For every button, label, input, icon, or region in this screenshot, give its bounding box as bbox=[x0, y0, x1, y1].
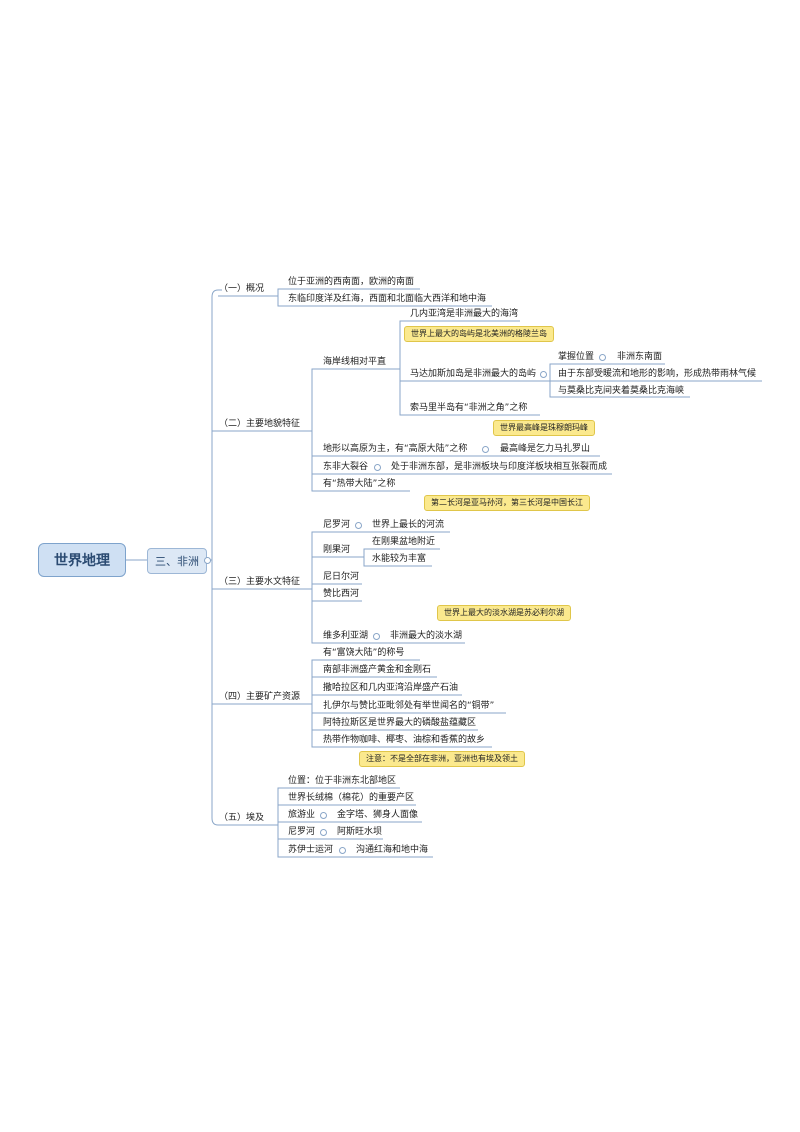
root-topic[interactable]: 世界地理 bbox=[38, 543, 126, 577]
section-egypt[interactable]: （五）埃及 bbox=[219, 813, 265, 823]
niger-node[interactable]: 尼日尔河 bbox=[323, 572, 360, 582]
egypt-cotton[interactable]: 世界长绒棉（棉花）的重要产区 bbox=[288, 793, 415, 803]
collapse-dot-tourism[interactable] bbox=[320, 812, 327, 819]
victoria-description[interactable]: 非洲最大的淡水湖 bbox=[390, 631, 463, 641]
plateau-node[interactable]: 地形以高原为主，有“高原大陆”之称 bbox=[323, 444, 468, 454]
zambezi-node[interactable]: 赞比西河 bbox=[323, 589, 360, 599]
overview-location[interactable]: 位于亚洲的西南面，欧洲的南面 bbox=[288, 277, 415, 287]
minerals-gold[interactable]: 南部非洲盛产黄金和金刚石 bbox=[323, 665, 432, 675]
egypt-suez[interactable]: 苏伊士运河 bbox=[288, 845, 334, 855]
egypt-nile[interactable]: 尼罗河 bbox=[288, 827, 316, 837]
egypt-suez-value[interactable]: 沟通红海和地中海 bbox=[356, 845, 429, 855]
congo-hydropower[interactable]: 水能较为丰富 bbox=[372, 554, 427, 564]
tropical-node[interactable]: 有“热带大陆”之称 bbox=[323, 479, 396, 489]
egypt-nile-value[interactable]: 阿斯旺水坝 bbox=[337, 827, 383, 837]
egypt-position[interactable]: 位置：位于非洲东北部地区 bbox=[288, 776, 397, 786]
congo-node[interactable]: 刚果河 bbox=[323, 545, 351, 555]
madagascar-position[interactable]: 掌握位置 bbox=[558, 352, 595, 362]
collapse-dot-rift[interactable] bbox=[374, 464, 381, 471]
collapse-dot-position[interactable] bbox=[599, 354, 606, 361]
section-hydrology[interactable]: （三）主要水文特征 bbox=[219, 577, 301, 587]
minerals-rich[interactable]: 有“富饶大陆”的称号 bbox=[323, 648, 405, 658]
collapse-dot-plateau[interactable] bbox=[482, 446, 489, 453]
nile-description[interactable]: 世界上最长的河流 bbox=[372, 520, 445, 530]
collapse-dot-victoria[interactable] bbox=[373, 633, 380, 640]
rift-node[interactable]: 东非大裂谷 bbox=[323, 462, 369, 472]
madagascar-channel[interactable]: 与莫桑比克间夹着莫桑比克海峡 bbox=[558, 386, 685, 396]
congo-basin[interactable]: 在刚果盆地附近 bbox=[372, 537, 436, 547]
guinea-gulf-node[interactable]: 几内亚湾是非洲最大的海湾 bbox=[410, 309, 519, 319]
collapse-dot-egypt-nile[interactable] bbox=[320, 829, 327, 836]
somali-node[interactable]: 索马里半岛有“非洲之角”之称 bbox=[410, 403, 528, 413]
collapse-dot-madagascar[interactable] bbox=[540, 371, 547, 378]
overview-borders[interactable]: 东临印度洋及红海，西面和北面临大西洋和地中海 bbox=[288, 294, 487, 304]
main-topic[interactable]: 三、非洲 bbox=[147, 548, 207, 574]
section-landform[interactable]: （二）主要地貌特征 bbox=[219, 419, 301, 429]
minerals-copper[interactable]: 扎伊尔与赞比亚毗邻处有举世闻名的“铜带” bbox=[323, 701, 495, 711]
rift-description[interactable]: 处于非洲东部，是非洲板块与印度洋板块相互张裂而成 bbox=[391, 462, 608, 472]
madagascar-position-value[interactable]: 非洲东南面 bbox=[617, 352, 663, 362]
callout-superior: 世界上最大的淡水湖是苏必利尔湖 bbox=[437, 605, 571, 621]
section-minerals[interactable]: （四）主要矿产资源 bbox=[219, 692, 301, 702]
madagascar-climate[interactable]: 由于东部受暖流和地形的影响，形成热带雨林气候 bbox=[558, 369, 757, 379]
callout-everest: 世界最高峰是珠穆朗玛峰 bbox=[493, 420, 595, 436]
egypt-tourism-value[interactable]: 金字塔、狮身人面像 bbox=[337, 810, 419, 820]
nile-node[interactable]: 尼罗河 bbox=[323, 520, 351, 530]
collapse-dot-main[interactable] bbox=[204, 557, 211, 564]
madagascar-node[interactable]: 马达加斯加岛是非洲最大的岛屿 bbox=[410, 369, 537, 379]
minerals-crops[interactable]: 热带作物咖啡、椰枣、油棕和香蕉的故乡 bbox=[323, 735, 486, 745]
collapse-dot-suez[interactable] bbox=[339, 847, 346, 854]
minerals-phosphate[interactable]: 阿特拉斯区是世界最大的磷酸盐蕴藏区 bbox=[323, 718, 477, 728]
collapse-dot-nile[interactable] bbox=[355, 522, 362, 529]
victoria-node[interactable]: 维多利亚湖 bbox=[323, 631, 369, 641]
callout-egypt-note: 注意：不是全部在非洲，亚洲也有埃及领土 bbox=[359, 751, 525, 767]
egypt-tourism[interactable]: 旅游业 bbox=[288, 810, 316, 820]
minerals-oil[interactable]: 撒哈拉区和几内亚湾沿岸盛产石油 bbox=[323, 683, 459, 693]
callout-rivers: 第二长河是亚马孙河，第三长河是中国长江 bbox=[424, 495, 590, 511]
coastline-node[interactable]: 海岸线相对平直 bbox=[323, 357, 387, 367]
kilimanjaro-node[interactable]: 最高峰是乞力马扎罗山 bbox=[500, 444, 591, 454]
section-overview[interactable]: （一）概况 bbox=[219, 284, 265, 294]
callout-greenland: 世界上最大的岛屿是北美洲的格陵兰岛 bbox=[404, 326, 554, 342]
